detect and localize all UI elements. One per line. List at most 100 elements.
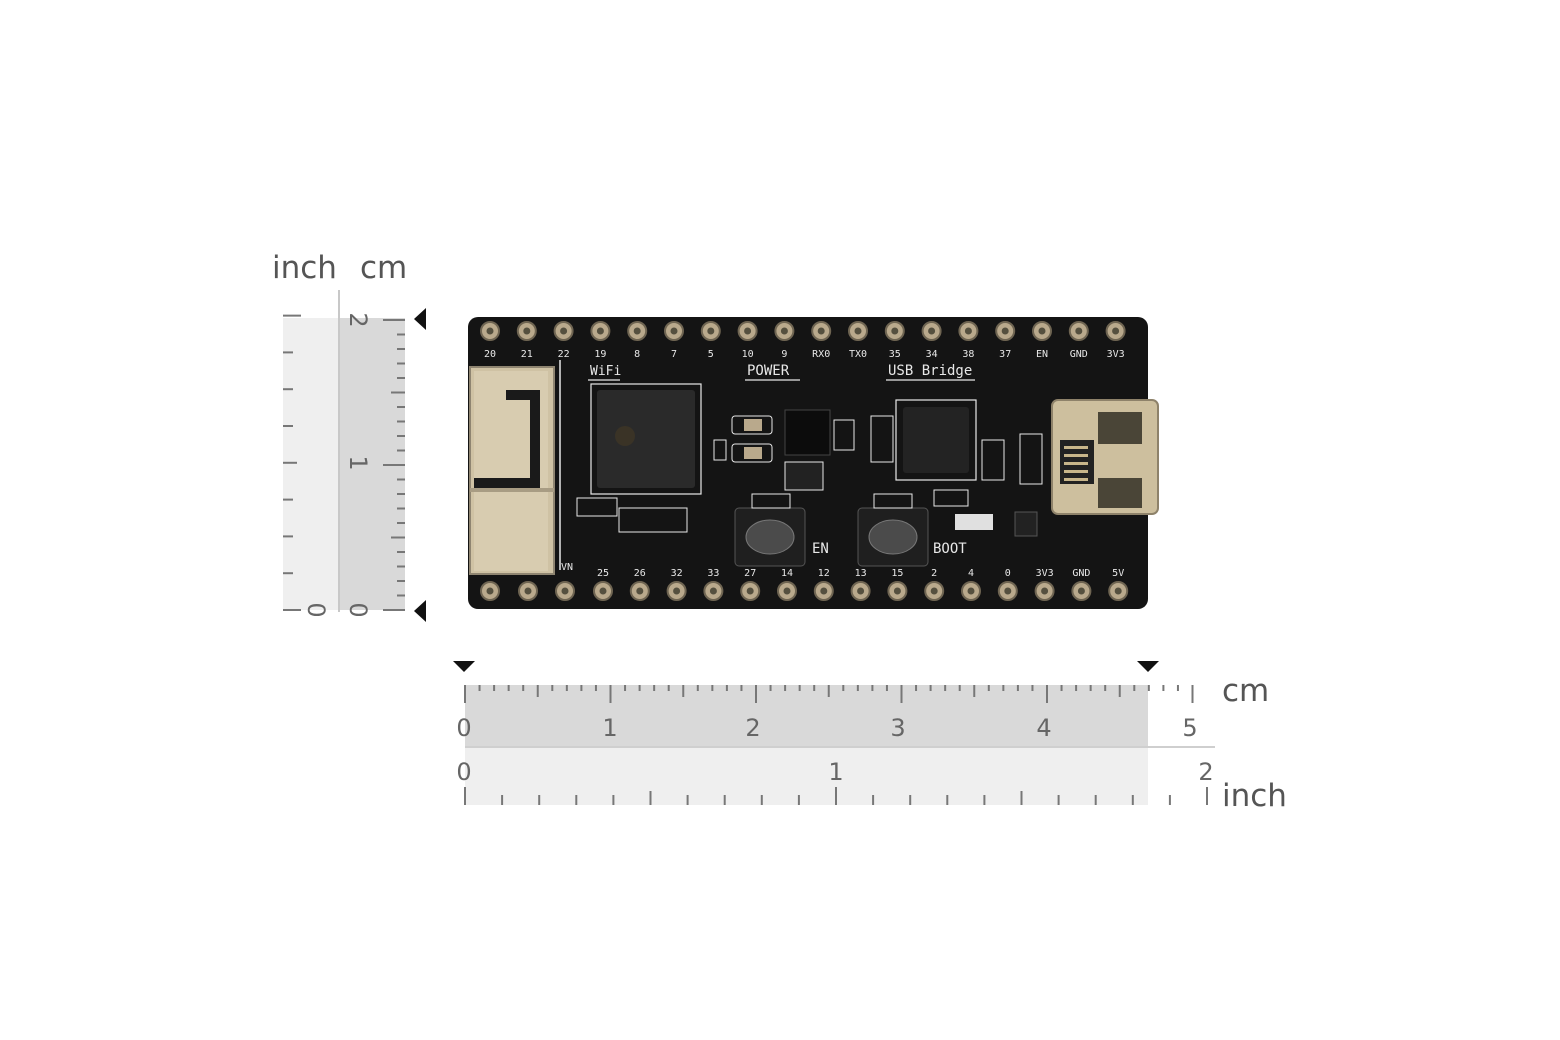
bottom-pin-label: 3V3 [1036, 568, 1054, 579]
vertical-ruler: inch cm 2 1 0 0 [272, 250, 426, 622]
status-led [955, 514, 993, 530]
bottom-pin-label: 26 [634, 568, 646, 579]
top-pin-hole [560, 327, 568, 335]
top-pin-hole [486, 327, 494, 335]
top-pin-hole [891, 327, 899, 335]
top-pin-label: 38 [962, 349, 974, 360]
top-pin-label: 10 [742, 349, 754, 360]
top-pin-label: EN [1036, 349, 1048, 360]
horizontal-cm-number-0: 0 [456, 714, 471, 742]
horizontal-cm-number-1: 1 [602, 714, 617, 742]
vertical-cm-number-2: 2 [344, 312, 372, 327]
bottom-pin-hole [967, 587, 975, 595]
top-pin-label: 8 [634, 349, 640, 360]
top-pin-hole [523, 327, 531, 335]
top-pin-label: 37 [999, 349, 1011, 360]
top-pin-label: 21 [521, 349, 533, 360]
bottom-pin-label: 33 [707, 568, 719, 579]
bottom-pin-hole [1041, 587, 1049, 595]
bottom-pin-label: 25 [597, 568, 609, 579]
bottom-pin-hole [599, 587, 607, 595]
horizontal-ruler-inch-label: inch [1222, 778, 1287, 814]
bottom-pin-hole [636, 587, 644, 595]
en-button[interactable] [734, 493, 806, 567]
vertical-top-marker-icon [414, 308, 426, 330]
bottom-pin-label: 15 [891, 568, 903, 579]
micro-usb-connector[interactable] [1051, 399, 1159, 515]
vertical-bottom-marker-icon [414, 600, 426, 622]
top-pin-label: TX0 [849, 349, 867, 360]
horizontal-ruler: 0 1 2 3 4 5 0 1 2 cm inch [453, 661, 1287, 814]
usb-bridge-header [870, 415, 894, 463]
horizontal-ruler-cm-label: cm [1222, 673, 1269, 709]
wifi-label: WiFi [590, 364, 621, 379]
top-pin-label: 34 [926, 349, 938, 360]
antenna-pin-label: VN [561, 562, 573, 573]
vertical-ruler-ticks [283, 314, 405, 611]
bottom-pin-label: 12 [818, 568, 830, 579]
boot-button-label: BOOT [933, 541, 967, 557]
bottom-pin-label: 27 [744, 568, 756, 579]
top-pin-hole [707, 327, 715, 335]
bottom-pin-label: 32 [671, 568, 683, 579]
bottom-pin-label: 0 [1005, 568, 1011, 579]
horizontal-ruler-cm-band [465, 685, 1148, 747]
bottom-pin-hole [893, 587, 901, 595]
top-pin-hole [633, 327, 641, 335]
bottom-pin-label: 5V [1112, 568, 1124, 579]
vertical-inch-number-0: 0 [302, 602, 330, 617]
bottom-pin-hole [857, 587, 865, 595]
horizontal-cm-number-2: 2 [745, 714, 760, 742]
vertical-ruler-cm-label: cm [360, 250, 407, 286]
top-pin-hole [1075, 327, 1083, 335]
vertical-cm-number-1: 1 [344, 455, 372, 470]
bottom-pin-hole [524, 587, 532, 595]
top-pin-label: 3V3 [1107, 349, 1125, 360]
horizontal-ruler-inch-band [465, 747, 1148, 805]
bottom-pin-hole [1114, 587, 1122, 595]
top-pin-hole [1001, 327, 1009, 335]
bottom-pin-hole [783, 587, 791, 595]
top-pin-hole [1112, 327, 1120, 335]
usb-bridge-label: USB Bridge [888, 363, 972, 379]
top-pin-label: RX0 [812, 349, 830, 360]
boot-button[interactable] [857, 493, 929, 567]
bottom-pin-hole [1077, 587, 1085, 595]
vertical-ruler-inch-label: inch [272, 250, 337, 286]
top-pin-hole [928, 327, 936, 335]
horizontal-inch-number-0: 0 [456, 758, 471, 786]
top-pin-hole [1038, 327, 1046, 335]
horizontal-inch-number-1: 1 [828, 758, 843, 786]
power-label: POWER [747, 363, 790, 379]
bottom-pin-hole [709, 587, 717, 595]
horizontal-cm-number-5: 5 [1182, 714, 1197, 742]
horizontal-inch-number-2: 2 [1198, 758, 1213, 786]
vertical-ruler-inch-band [283, 318, 339, 610]
esp32-board: VN WiFi POWER USB Bridge [468, 317, 1159, 609]
bottom-pin-label: 13 [855, 568, 867, 579]
top-pin-label: 19 [594, 349, 606, 360]
bottom-pin-hole [561, 587, 569, 595]
bottom-pin-hole [820, 587, 828, 595]
top-pin-hole [596, 327, 604, 335]
top-pin-hole [670, 327, 678, 335]
bottom-pin-label: 14 [781, 568, 793, 579]
usb-bridge-chip [895, 399, 977, 481]
horizontal-ruler-ticks [464, 685, 1208, 805]
bottom-pin-hole [746, 587, 754, 595]
bottom-pin-label: 2 [931, 568, 937, 579]
top-pin-label: 5 [708, 349, 714, 360]
top-pin-label: GND [1070, 349, 1088, 360]
bottom-pin-hole [930, 587, 938, 595]
top-pin-label: 22 [558, 349, 570, 360]
bottom-pin-hole [1004, 587, 1012, 595]
vertical-cm-number-0: 0 [344, 602, 372, 617]
top-pin-label: 35 [889, 349, 901, 360]
antenna-module: VN [469, 360, 573, 575]
bottom-pin-label: 4 [968, 568, 974, 579]
bottom-pin-hole [486, 587, 494, 595]
horizontal-left-marker-icon [453, 661, 475, 672]
en-button-label: EN [812, 541, 829, 557]
